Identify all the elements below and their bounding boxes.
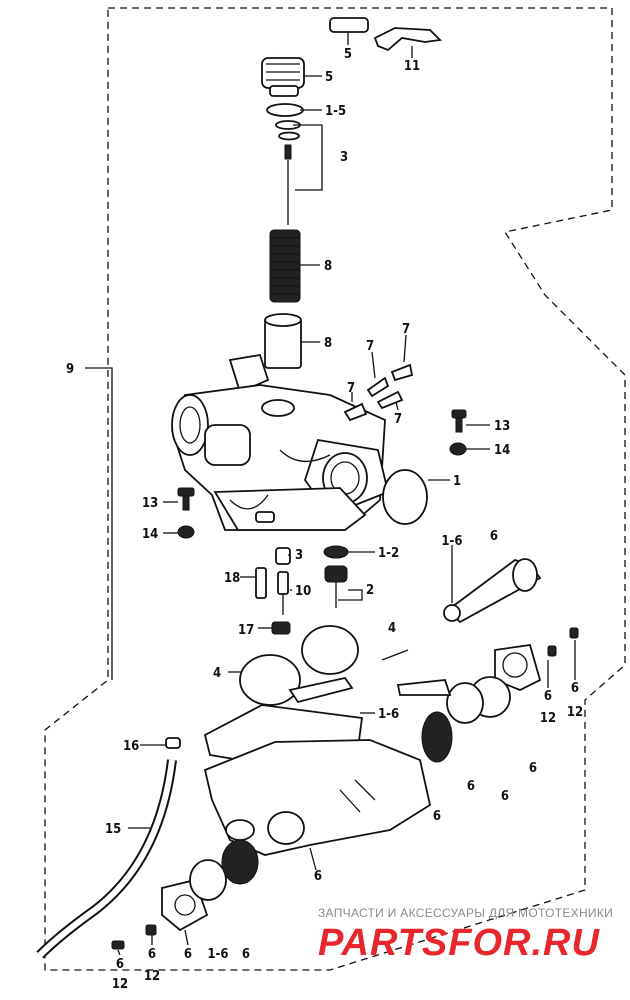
callout-12-b2: 12 [144,969,160,984]
carburetor-top-cap [261,57,305,97]
callout-6-s2: 6 [501,789,509,804]
callout-12-r1: 12 [540,711,556,726]
callout-6-body: 6 [314,869,322,884]
callout-15: 15 [105,822,121,837]
callout-6-b2: 6 [242,947,250,962]
callout-8-spring: 8 [324,259,332,274]
float-bowl [203,739,432,856]
manifold-o-ring [382,469,428,525]
callout-6-r2: 6 [571,681,579,696]
callout-1-ring: 1 [453,474,461,489]
callout-6-s3: 6 [467,779,475,794]
callout-11: 11 [404,59,420,74]
assembly-boundary [44,7,626,971]
callout-6-needle: 6 [490,529,498,544]
bolt-right [451,409,467,433]
throttle-cable-assembly [275,17,442,56]
jet-needle [284,144,292,225]
callout-1-6: 1-6 [378,707,399,722]
choke-diaphragm-parts [396,558,579,763]
callout-2: 2 [366,583,374,598]
callout-5-top: 5 [344,47,352,62]
callout-6-b4: 6 [148,947,156,962]
throttle-valve [264,313,302,369]
throttle-valve-spring [269,229,301,303]
hose-clip [165,737,181,749]
callout-1-6-top: 1-6 [441,534,462,549]
slow-jet [255,567,267,599]
bottom-cover-parts [111,839,259,950]
callout-14-left: 14 [142,527,158,542]
callout-7-c: 7 [347,381,355,396]
callout-6-b1: 6 [184,947,192,962]
callout-16: 16 [123,739,139,754]
carburetor-body [171,353,390,531]
callout-6-r1: 6 [544,689,552,704]
leader-lines [85,32,576,956]
callout-7-d: 7 [394,412,402,427]
pilot-screws [343,363,414,422]
callout-labels: 5 11 5 1-5 3 8 8 9 7 7 7 7 13 14 1 13 14… [66,47,583,992]
washer-left [177,525,195,539]
cap-gasket [266,103,304,117]
callout-4-a: 4 [388,621,396,636]
callout-6-b3: 6 [116,957,124,972]
callout-8-valve: 8 [324,336,332,351]
callout-14-right: 14 [494,443,510,458]
callout-3-mid: 3 [295,548,303,563]
callout-9: 9 [66,362,74,377]
callout-18: 18 [224,571,240,586]
callout-17: 17 [238,623,254,638]
callout-4-b: 4 [213,666,221,681]
callout-13-right: 13 [494,419,510,434]
float-needle-valve [323,545,349,608]
callout-6-s4: 6 [433,809,441,824]
callout-12-b1: 12 [112,977,128,992]
watermark: ЗАПЧАСТИ И АКСЕССУАРЫ ДЛЯ МОТОТЕХНИКИ PA… [318,906,613,964]
washer-right [449,442,467,456]
needle-clip-ring-2 [278,131,300,141]
callout-13-left: 13 [142,496,158,511]
callout-12-r2: 12 [567,705,583,720]
callout-7-a: 7 [366,339,374,354]
main-jet-parts [271,547,291,635]
callout-1-2: 1-2 [378,546,399,561]
callout-3-top: 3 [340,150,348,165]
callout-5-cap: 5 [325,70,333,85]
watermark-tagline: ЗАПЧАСТИ И АКСЕССУАРЫ ДЛЯ МОТОТЕХНИКИ [318,906,613,920]
callout-1-6-b: 1-6 [207,947,228,962]
callout-6-s1: 6 [529,761,537,776]
callout-10: 10 [295,584,311,599]
callout-1-5: 1-5 [325,104,346,119]
callout-7-b: 7 [402,322,410,337]
watermark-logo: PARTSFOR.RU [318,922,600,964]
bolt-left [177,487,195,511]
floats [239,625,409,706]
